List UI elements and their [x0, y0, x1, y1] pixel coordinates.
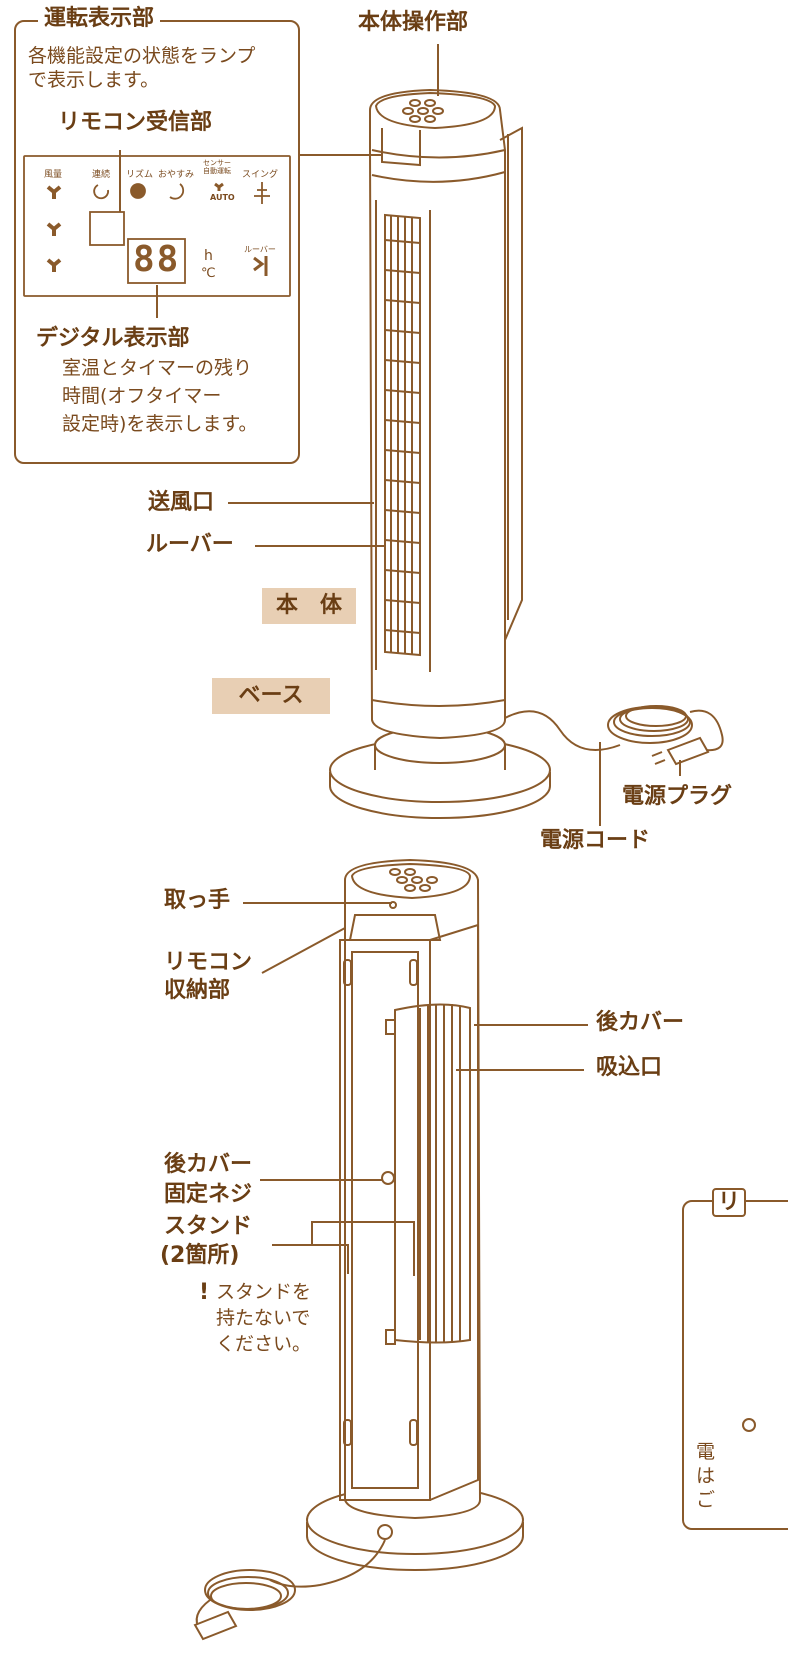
- remote-storage-label-2: 収納部: [164, 978, 231, 1003]
- remote-receiver-label: リモコン受信部: [58, 110, 213, 135]
- panel-digits: 88: [133, 239, 181, 280]
- operation-display-desc-2: で表示します。: [28, 69, 160, 91]
- panel-h: h: [204, 248, 213, 264]
- front-tower: [329, 88, 724, 819]
- warning-text-3: ください。: [216, 1333, 312, 1355]
- right-box-bullet: [742, 1418, 756, 1432]
- panel-label-continuous: 連続: [92, 170, 111, 180]
- digital-display-desc-3: 設定時)を表示します。: [62, 413, 258, 435]
- panel-louver: ルーバー: [244, 245, 276, 254]
- intake-label: 吸込口: [596, 1055, 663, 1080]
- panel-label-wind: 風量: [44, 170, 63, 180]
- operation-display-label: 運転表示部: [38, 6, 161, 32]
- rear-tower: [193, 858, 524, 1641]
- rear-cover-screw-label-2: 固定ネジ: [164, 1182, 253, 1207]
- body-tag: 本 体: [262, 588, 356, 624]
- rear-cover-label: 後カバー: [596, 1010, 685, 1035]
- panel-graphics: [23, 155, 291, 297]
- power-plug-label: 電源プラグ: [622, 784, 733, 809]
- remote-storage-label-1: リモコン: [164, 950, 253, 975]
- louver-label: ルーバー: [146, 532, 234, 557]
- stand-label-2: (2箇所): [160, 1243, 240, 1268]
- outlet-label: 送風口: [148, 490, 215, 515]
- power-cord-label: 電源コード: [540, 828, 651, 853]
- panel-label-rhythm: リズム: [126, 170, 154, 180]
- leader-lines: [119, 44, 681, 1276]
- warning-text-1: スタンドを: [216, 1281, 312, 1303]
- base-tag: ベース: [212, 678, 330, 714]
- handle-label: 取っ手: [164, 888, 231, 913]
- digital-display-label: デジタル表示部: [36, 326, 190, 351]
- right-box-text-3: ご: [696, 1489, 716, 1511]
- body-controls-label: 本体操作部: [358, 10, 469, 35]
- warning-icon: !: [199, 1280, 210, 1305]
- panel-label-auto: AUTO: [210, 193, 235, 202]
- digital-display-desc-1: 室温とタイマーの残り: [62, 357, 253, 379]
- panel-label-sensor: センサー 自動運転: [203, 159, 231, 175]
- right-box-title: リ: [712, 1188, 747, 1218]
- right-box-text-2: は: [696, 1465, 716, 1487]
- warning-text-2: 持たないで: [216, 1307, 311, 1329]
- panel-label-sleep: おやすみ: [158, 170, 195, 180]
- operation-display-desc-1: 各機能設定の状態をランプ: [28, 45, 256, 67]
- digital-display-desc-2: 時間(オフタイマー: [62, 385, 222, 407]
- panel-celsius: ℃: [201, 266, 216, 281]
- panel-label-swing: スイング: [242, 170, 279, 180]
- stand-label-1: スタンド: [164, 1214, 253, 1239]
- rear-cover-screw-label-1: 後カバー: [164, 1152, 253, 1177]
- right-box-text-1: 電: [696, 1441, 716, 1463]
